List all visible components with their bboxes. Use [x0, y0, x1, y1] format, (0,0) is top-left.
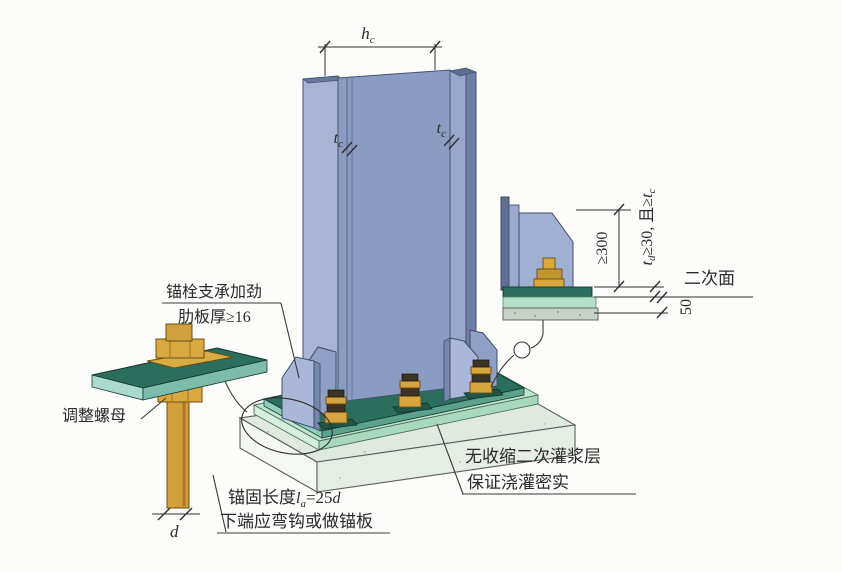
bolt-diameter-dimension: d	[152, 507, 200, 541]
bolt-shaft	[166, 399, 190, 509]
fifty-label: 50	[678, 299, 695, 315]
stiffener-note-line1: 锚栓支承加劲	[166, 283, 262, 301]
column-right-flange-top-edge	[448, 67, 478, 77]
detail-base-plate	[502, 286, 593, 298]
stiffener-note: 锚栓支承加劲 肋板厚≥16	[162, 283, 300, 379]
d-tick1	[157, 507, 171, 521]
detail-plate-front-right-edge	[142, 359, 268, 401]
detail-concrete	[502, 307, 599, 321]
grout-note: 无收缩二次灌浆层 保证浇灌密实	[436, 423, 636, 495]
td-expression: td≥30, 且≥tc	[639, 188, 658, 265]
bolt-top	[472, 359, 490, 368]
hc-tick-right	[429, 40, 441, 54]
steel-column	[302, 67, 478, 409]
detail-callout-ellipse	[241, 397, 333, 455]
tc-left-tick1	[341, 141, 353, 154]
anchorage-note-leader	[212, 474, 227, 533]
detail-grout-layer	[502, 296, 597, 309]
bolt-head-top	[165, 323, 193, 342]
stiffener-left-front-edge	[313, 360, 321, 432]
left-detail-connector	[223, 378, 248, 413]
main-view: hc tc tc	[223, 24, 577, 493]
tc-right-tick1	[443, 134, 455, 147]
tc-left-text: tc	[334, 130, 343, 150]
anchorage-note-line1: 锚固长度la=25d	[228, 488, 342, 510]
anchorage-note-line2: 下端应弯钩或做锚板	[220, 512, 373, 531]
connector-loop	[513, 341, 531, 359]
detail-anchor-bolt	[533, 257, 565, 288]
bolt-top	[401, 373, 419, 382]
grout-note-line2: 保证浇灌密实	[467, 473, 569, 492]
tc-right-text: tc	[437, 120, 446, 140]
grout-note-line1: 无收缩二次灌浆层	[465, 447, 601, 466]
stiffener-note-leader	[280, 302, 300, 379]
right-detail-connector	[490, 333, 544, 388]
ge300-tick-top	[613, 203, 625, 216]
grout-note-leader	[436, 423, 464, 495]
detail-concrete-speckles	[514, 311, 581, 317]
bolt-nut	[324, 411, 348, 424]
tc-label-right: tc	[437, 120, 460, 150]
detail-bolt-nut-base	[533, 278, 565, 288]
stiffener-right-front-edge	[443, 337, 451, 403]
anchor-bolt-right	[463, 359, 504, 400]
td-tick1	[649, 280, 661, 293]
tc-left-tick2	[346, 144, 358, 157]
hc-dimension: hc	[318, 24, 442, 76]
column-web-face	[337, 69, 451, 403]
bolt-dark-band	[326, 403, 346, 413]
bolt-dark-band	[471, 373, 491, 383]
ge300-dimension: ≥300	[576, 203, 631, 293]
bolt-nut-upper	[399, 380, 421, 389]
detail-bolt-head	[542, 257, 556, 270]
ge300-label: ≥300	[594, 232, 611, 265]
hc-label: hc	[361, 24, 375, 46]
hc-tick-left	[319, 40, 331, 54]
bolt-nut	[398, 395, 422, 408]
secondary-surface-label: 二次面	[684, 269, 735, 288]
fifty-tick2	[656, 306, 668, 319]
adjust-nut-text: 调整螺母	[62, 407, 126, 425]
bolt-top	[327, 389, 345, 398]
detail-flange-front-strip	[508, 204, 520, 291]
stiffener-left-front	[281, 356, 315, 429]
right-detail-side-view: ≥300 td≥30, 且≥tc 50 二次面	[500, 188, 753, 334]
base-plate-front-right-edge	[321, 387, 525, 439]
grout-front-right-face	[318, 394, 539, 451]
anchor-bolt-middle	[392, 373, 433, 414]
lower-lock-nut	[155, 338, 205, 359]
plate-grout-dimensions: td≥30, 且≥tc 50 二次面	[594, 188, 753, 319]
tc-right-tick2	[448, 137, 460, 150]
adjust-nut-label: 调整螺母	[62, 397, 167, 425]
detail-flange-back-strip	[500, 196, 510, 291]
detail-stiffener-plate	[518, 212, 574, 288]
adjust-nut-leader	[140, 397, 167, 420]
d-tick2	[179, 507, 193, 521]
bolt-nut-upper	[470, 366, 492, 375]
d-label: d	[170, 522, 179, 541]
td-tick2	[649, 290, 661, 303]
bolt-nut-upper	[325, 396, 347, 405]
stiffener-note-line2: 肋板厚≥16	[178, 308, 251, 326]
anchor-bolt-left	[317, 389, 358, 430]
fifty-tick1	[656, 291, 668, 304]
bolt-dark-band	[400, 387, 420, 397]
anchorage-note: 锚固长度la=25d 下端应弯钩或做锚板	[212, 474, 390, 534]
tc-label-left: tc	[334, 130, 358, 157]
foundation-front-right-face	[316, 424, 576, 493]
concrete-speckles	[266, 423, 546, 480]
left-detail-anchor-bolt: 调整螺母 d 锚固长度la=25d 下端应弯钩或做锚板	[62, 323, 390, 541]
bolt-nut	[469, 381, 493, 394]
detail-bolt-nut-mid	[536, 268, 563, 280]
connector-curve-lower	[490, 354, 515, 388]
connector-curve-upper	[530, 333, 544, 349]
